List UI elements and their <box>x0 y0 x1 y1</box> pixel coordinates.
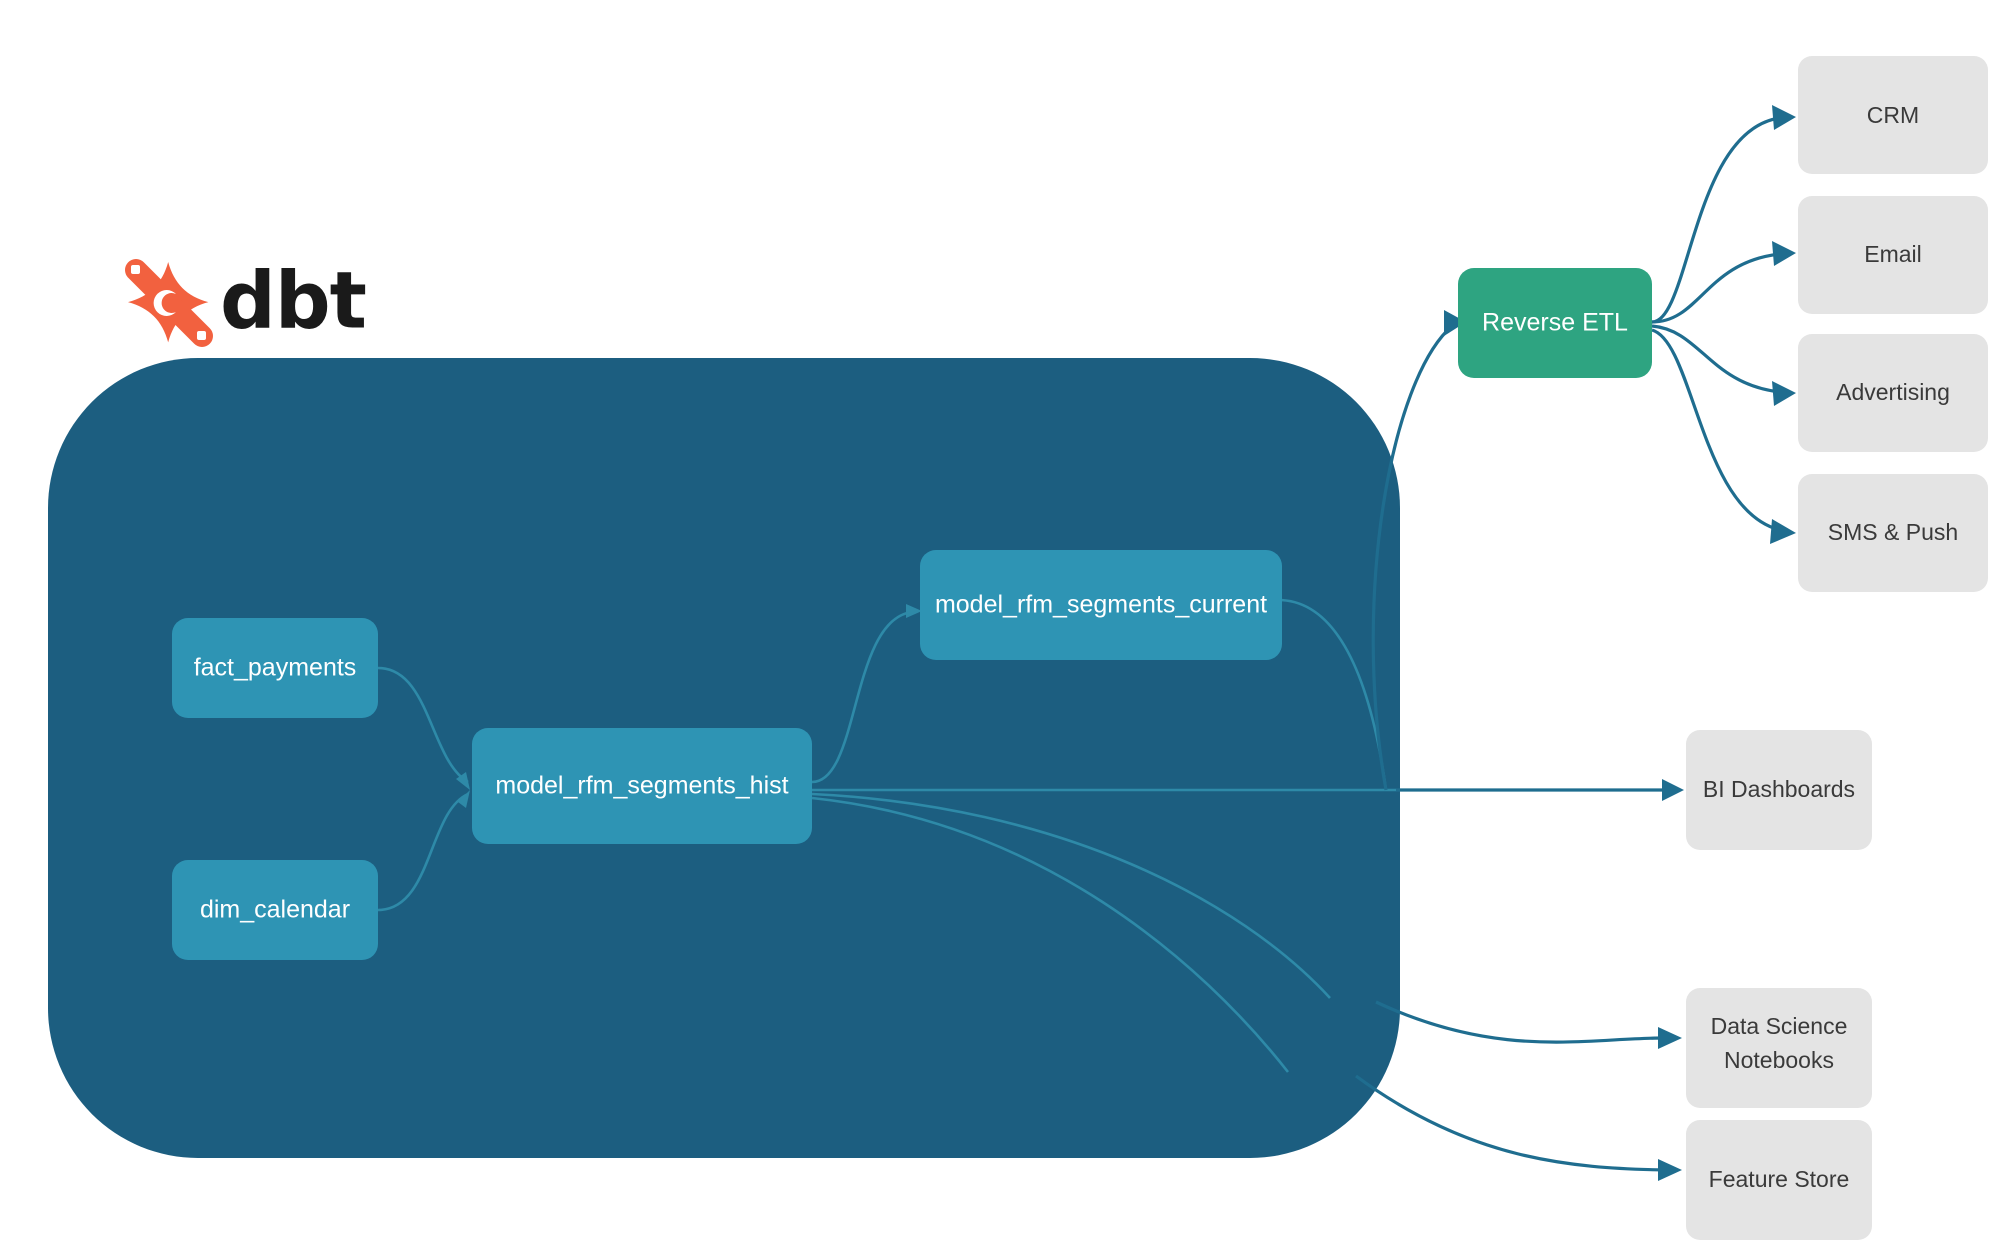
arrowhead-advertising <box>1772 381 1796 406</box>
dbt-logo-wordmark: dbt <box>220 256 366 346</box>
arrowhead-reverse-etl <box>1444 310 1466 336</box>
edge-reverse-etl-to-sms-push <box>1651 328 1781 532</box>
arrowhead-dim-calendar-to-hist <box>458 790 470 808</box>
edge-hist-to-ds-tail <box>811 792 1331 999</box>
edge-hist-to-data-science-notebooks <box>1375 1000 1665 1044</box>
edge-hist-to-feature-store <box>1355 1074 1665 1172</box>
arrowhead-data-science-notebooks <box>1658 1027 1682 1049</box>
edge-current-to-reverse-etl <box>1371 324 1454 791</box>
node-dim-calendar-label: dim_calendar <box>200 896 350 924</box>
node-model-rfm-segments-hist[interactable]: model_rfm_segments_hist <box>472 728 812 844</box>
node-model-rfm-segments-hist-label: model_rfm_segments_hist <box>495 772 788 800</box>
node-data-science-notebooks-label-line-1: Data Science <box>1711 1013 1848 1039</box>
node-sms-push-label: SMS & Push <box>1828 519 1958 545</box>
edge-fact-payments-to-hist <box>377 666 469 784</box>
arrowhead-hist-to-current <box>906 604 922 618</box>
node-dim-calendar[interactable]: dim_calendar <box>172 860 378 960</box>
node-crm-label: CRM <box>1867 102 1919 128</box>
node-data-science-notebooks-label-line-2: Notebooks <box>1724 1047 1834 1073</box>
node-model-rfm-segments-current-label: model_rfm_segments_current <box>935 591 1267 619</box>
edge-reverse-etl-to-crm <box>1651 116 1781 324</box>
node-feature-store[interactable]: Feature Store <box>1686 1120 1872 1240</box>
node-email-label: Email <box>1864 241 1922 267</box>
arrowhead-email <box>1772 241 1796 266</box>
dbt-logo-mark-icon <box>125 259 213 347</box>
edge-hist-to-current <box>811 610 913 784</box>
node-model-rfm-segments-current[interactable]: model_rfm_segments_current <box>920 550 1282 660</box>
node-crm[interactable]: CRM <box>1798 56 1988 174</box>
node-fact-payments-label: fact_payments <box>194 654 357 682</box>
node-data-science-notebooks[interactable]: Data Science Notebooks <box>1686 988 1872 1108</box>
internal-edges <box>377 598 1400 1073</box>
dbt-logo: dbt <box>125 256 367 347</box>
edge-dim-calendar-to-hist <box>377 792 469 912</box>
arrowhead-feature-store <box>1658 1159 1682 1181</box>
node-advertising-label: Advertising <box>1836 379 1950 405</box>
node-fact-payments[interactable]: fact_payments <box>172 618 378 718</box>
node-email[interactable]: Email <box>1798 196 1988 314</box>
node-reverse-etl[interactable]: Reverse ETL <box>1458 268 1652 378</box>
arrowhead-crm <box>1772 105 1796 130</box>
arrowhead-fact-payments-to-hist <box>456 772 470 790</box>
arrowhead-bi-dashboards <box>1662 779 1684 801</box>
edge-reverse-etl-to-advertising <box>1651 324 1781 394</box>
node-sms-push[interactable]: SMS & Push <box>1798 474 1988 592</box>
node-feature-store-label: Feature Store <box>1709 1166 1850 1192</box>
node-advertising[interactable]: Advertising <box>1798 334 1988 452</box>
edge-hist-to-fs-tail <box>811 796 1290 1073</box>
node-reverse-etl-label: Reverse ETL <box>1482 309 1628 337</box>
node-bi-dashboards[interactable]: BI Dashboards <box>1686 730 1872 850</box>
node-bi-dashboards-label: BI Dashboards <box>1703 776 1855 802</box>
edge-reverse-etl-to-email <box>1651 252 1781 324</box>
arrowhead-sms-push <box>1770 519 1796 544</box>
